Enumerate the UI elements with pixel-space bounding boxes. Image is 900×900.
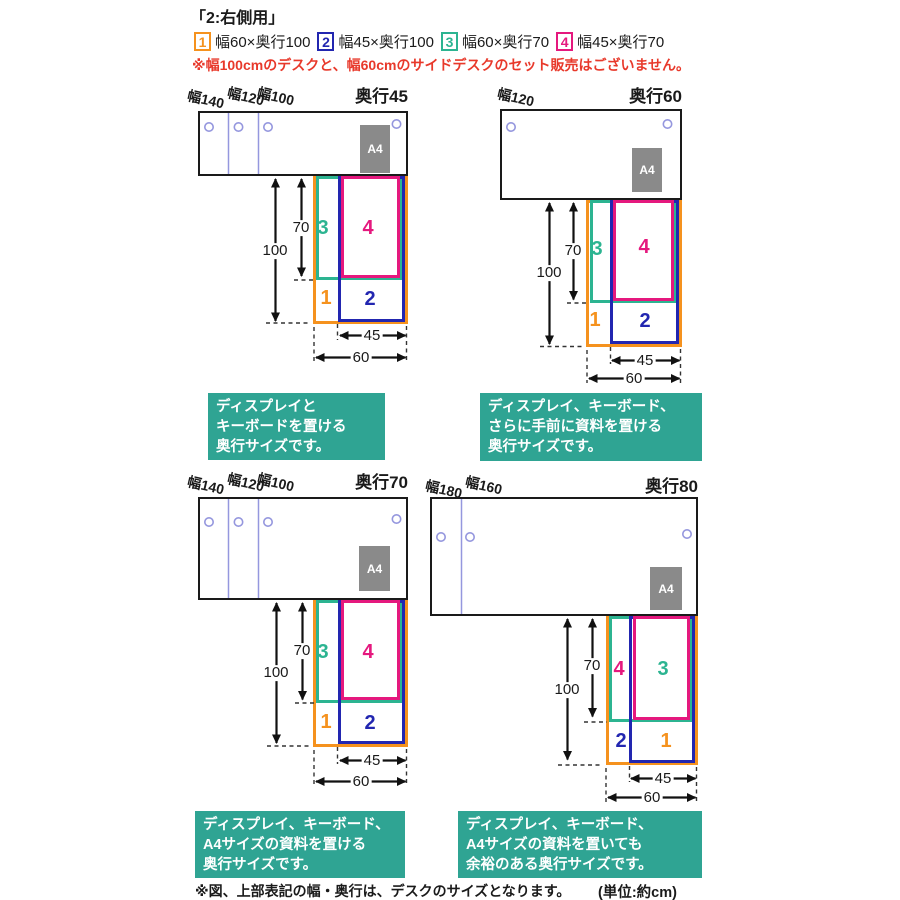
footer-note: ※図、上部表記の幅・奥行は、デスクのサイズとなります。 — [195, 883, 571, 899]
dim-60: 60 — [641, 789, 663, 807]
depth-title-80: 奥行80 — [645, 477, 698, 496]
callout-line: ディスプレイ、キーボード、 — [203, 817, 390, 833]
a4-sheet-depth45: A4 — [360, 125, 390, 173]
sidedesk-rect-45x70 — [613, 200, 674, 301]
legend-badge-3: 3 — [440, 32, 458, 51]
legend-item-3: 3 幅60×奥行70 — [440, 31, 550, 52]
dim-45: 45 — [361, 327, 383, 345]
callout-line: A4サイズの資料を置ける — [203, 837, 367, 853]
dim-45: 45 — [652, 770, 674, 788]
rect-number-label: 1 — [320, 711, 332, 733]
dim-45: 45 — [361, 752, 383, 770]
a4-sheet-depth70: A4 — [359, 546, 390, 591]
callout-line: A4サイズの資料を置いても — [466, 837, 643, 853]
dim-70: 70 — [290, 219, 312, 237]
footer-unit: (単位:約cm) — [598, 885, 677, 900]
callout-depth70: ディスプレイ、キーボード、 A4サイズの資料を置ける 奥行サイズです。 — [195, 811, 405, 878]
legend-badge-1: 1 — [194, 32, 211, 51]
width-label-160: 幅160 — [463, 473, 504, 498]
dim-100: 100 — [261, 664, 291, 682]
rect-number-label: 2 — [615, 730, 627, 752]
legend-label-4: 幅45×奥行70 — [577, 34, 665, 51]
dim-100: 100 — [552, 681, 582, 699]
callout-line: ディスプレイと — [216, 399, 317, 415]
dim-70: 70 — [562, 242, 584, 260]
legend-item-4: 4 幅45×奥行70 — [556, 31, 664, 52]
rect-number-label: 4 — [638, 236, 650, 258]
a4-sheet-depth60: A4 — [632, 148, 662, 192]
dim-60: 60 — [350, 773, 372, 791]
depth-title-70: 奥行70 — [355, 473, 408, 492]
width-label-140: 幅140 — [185, 87, 226, 112]
rect-number-label: 3 — [317, 217, 329, 239]
dim-60: 60 — [623, 370, 645, 388]
legend-item-2: 2 幅45×奥行100 — [317, 31, 434, 52]
callout-line: 奥行サイズです。 — [488, 439, 603, 455]
legend-label-3: 幅60×奥行70 — [461, 34, 550, 51]
no-set-sale-warning: ※幅100cmのデスクと、幅60cmのサイドデスクのセット販売はございません。 — [192, 57, 691, 73]
callout-depth80: ディスプレイ、キーボード、 A4サイズの資料を置いても 余裕のある奥行サイズです… — [458, 811, 702, 878]
callout-depth45: ディスプレイと キーボードを置ける 奥行サイズです。 — [208, 393, 385, 460]
callout-line: キーボードを置ける — [216, 419, 347, 435]
rect-number-label: 1 — [660, 730, 672, 752]
callout-line: 奥行サイズです。 — [216, 439, 331, 455]
legend-label-1: 幅60×奥行100 — [215, 34, 311, 51]
callout-line: さらに手前に資料を置ける — [488, 419, 662, 435]
callout-depth60: ディスプレイ、キーボード、 さらに手前に資料を置ける 奥行サイズです。 — [480, 393, 702, 461]
rect-number-label: 2 — [364, 712, 376, 734]
dim-45: 45 — [634, 352, 656, 370]
dim-70: 70 — [581, 657, 603, 675]
rect-number-label: 3 — [317, 641, 329, 663]
dim-100: 100 — [260, 242, 290, 260]
width-label-140: 幅140 — [185, 473, 226, 498]
legend-item-1: 1 幅60×奥行100 — [194, 31, 310, 52]
rect-number-label: 4 — [613, 658, 625, 680]
sidedesk-rect-45x70 — [341, 176, 400, 278]
rect-number-label: 3 — [591, 238, 603, 260]
rect-number-label: 4 — [362, 641, 374, 663]
dim-70: 70 — [291, 642, 313, 660]
rect-number-label: 3 — [657, 658, 669, 680]
depth-title-45: 奥行45 — [355, 87, 408, 106]
callout-line: ディスプレイ、キーボード、 — [466, 817, 653, 833]
size-legend: 1 幅60×奥行100 2 幅45×奥行100 3 幅60×奥行70 4 幅45… — [194, 31, 664, 52]
rect-number-label: 4 — [362, 217, 374, 239]
page-title: 「2:右側用」 — [190, 10, 285, 27]
callout-line: 奥行サイズです。 — [203, 857, 318, 873]
rect-number-label: 1 — [589, 309, 601, 331]
dim-60: 60 — [350, 349, 372, 367]
dim-100: 100 — [534, 264, 564, 282]
width-label-120: 幅120 — [495, 85, 536, 110]
callout-line: 余裕のある奥行サイズです。 — [466, 857, 653, 873]
rect-number-label: 2 — [639, 310, 651, 332]
sidedesk-rect-45x70 — [341, 600, 400, 700]
callout-line: ディスプレイ、キーボード、 — [488, 399, 675, 415]
legend-badge-4: 4 — [556, 32, 574, 51]
rect-number-label: 1 — [320, 287, 332, 309]
rect-number-label: 2 — [364, 288, 376, 310]
legend-label-2: 幅45×奥行100 — [338, 34, 434, 51]
sidedesk-rect-45x70 — [633, 616, 690, 720]
a4-sheet-depth80: A4 — [650, 567, 682, 610]
depth-title-60: 奥行60 — [629, 87, 682, 106]
legend-badge-2: 2 — [317, 32, 335, 51]
